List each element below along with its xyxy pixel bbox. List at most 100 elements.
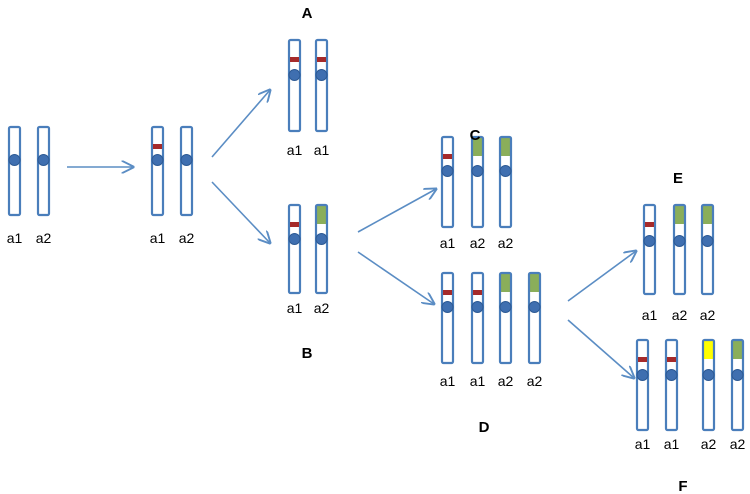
centromere — [471, 165, 484, 177]
chromosome-label: a2 — [314, 300, 330, 316]
chromosome-body — [314, 203, 329, 295]
centromere — [315, 69, 328, 81]
chromosome-body — [440, 271, 455, 365]
yellow-cap — [703, 340, 714, 359]
chromosome: a2 — [700, 203, 716, 323]
group-g1: a1 a2 — [150, 125, 195, 246]
centromere — [315, 233, 328, 245]
centromere — [665, 369, 678, 381]
chromosome: a1 — [7, 125, 23, 246]
centromere — [288, 69, 301, 81]
chromosome-label: a2 — [36, 230, 52, 246]
chromosome-body — [150, 125, 165, 217]
centromere — [151, 154, 164, 166]
chromosome-body — [498, 135, 513, 229]
chromosome: a2 — [701, 338, 717, 452]
group-g0: a1 a2 — [7, 125, 52, 246]
chromosome: a2 — [314, 203, 330, 316]
group-e: a1 a2 a2 — [642, 203, 716, 323]
chromosome-label: a1 — [150, 230, 166, 246]
chromosome-label: a1 — [440, 235, 456, 251]
chromosome-label: a2 — [179, 230, 195, 246]
chromosome-body — [642, 203, 657, 296]
chromosome-label: a2 — [672, 307, 688, 323]
chromosome: a1 — [440, 135, 456, 251]
arrow — [357, 251, 434, 304]
chromosome-label: a1 — [642, 307, 658, 323]
chromosome-body — [635, 338, 650, 432]
centromere — [288, 233, 301, 245]
chromosome-body — [179, 125, 194, 217]
chromosome-body — [470, 135, 485, 229]
centromere — [701, 235, 714, 247]
chromosome-body — [470, 271, 485, 365]
red-mark — [443, 154, 452, 159]
chromosome: a2 — [730, 338, 746, 452]
red-mark — [638, 357, 647, 362]
centromere — [441, 301, 454, 313]
arrow — [357, 189, 436, 233]
chromosome: a1 — [642, 203, 658, 323]
arrows — [67, 90, 636, 378]
arrow — [567, 251, 636, 302]
centromere — [673, 235, 686, 247]
chromosome-label: a1 — [635, 436, 651, 452]
group-b: a1 a2 — [287, 203, 330, 316]
arrow — [211, 90, 270, 158]
chromosome-body — [287, 203, 302, 295]
stage-label-d: D — [479, 419, 490, 436]
chromosome-label: a1 — [7, 230, 23, 246]
chromosome-label: a2 — [701, 436, 717, 452]
chromosome: a1 — [440, 271, 455, 389]
green-cap — [316, 205, 327, 224]
centromere — [8, 154, 21, 166]
arrow — [211, 181, 270, 243]
green-cap — [500, 273, 511, 292]
chromosome-label: a1 — [470, 373, 486, 389]
chromosome-body — [314, 38, 329, 133]
chromosome: a2 — [179, 125, 195, 246]
chromosome-body — [527, 271, 542, 365]
green-cap — [500, 137, 511, 156]
chromosome: a1 — [470, 271, 486, 389]
chromosome-label: a2 — [498, 235, 514, 251]
red-mark — [443, 290, 452, 295]
chromosome-label: a2 — [700, 307, 716, 323]
red-mark — [153, 144, 162, 149]
chromosome-label: a2 — [498, 373, 514, 389]
stage-label-f: F — [678, 478, 687, 494]
centromere — [471, 301, 484, 313]
chromosome-label: a1 — [287, 300, 303, 316]
chromosome: a1 — [287, 203, 303, 316]
chromosome-body — [287, 38, 302, 133]
chromosome-body — [664, 338, 679, 432]
red-mark — [290, 57, 299, 62]
centromere — [643, 235, 656, 247]
green-cap — [732, 340, 743, 359]
chromosome-label: a1 — [314, 142, 330, 158]
red-mark — [290, 222, 299, 227]
centromere — [441, 165, 454, 177]
chromosome: a1 — [664, 338, 679, 452]
chromosome-body — [36, 125, 51, 217]
red-mark — [473, 290, 482, 295]
green-cap — [674, 205, 685, 224]
chromosome-body — [498, 271, 513, 365]
chromosome: a2 — [672, 203, 688, 323]
centromere — [731, 369, 744, 381]
chromosome-body — [672, 203, 687, 296]
chromosome: a2 — [36, 125, 52, 246]
centromere — [180, 154, 193, 166]
chromosome: a2 — [498, 271, 514, 389]
centromere — [528, 301, 541, 313]
chromosome: a2 — [498, 135, 514, 251]
green-cap — [472, 137, 483, 156]
chromosome-label: a2 — [470, 235, 486, 251]
chromosome-body — [440, 135, 455, 229]
chromosome-label: a2 — [730, 436, 746, 452]
chromosome-body — [730, 338, 745, 432]
chromosome: a1 — [635, 338, 651, 452]
